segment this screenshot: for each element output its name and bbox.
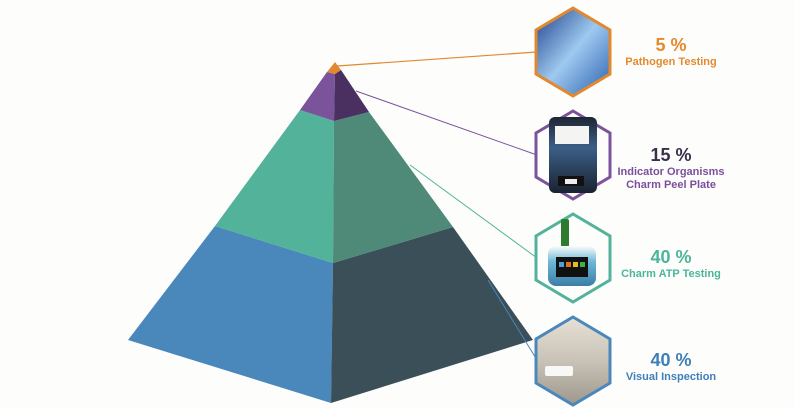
tier-visual-left bbox=[128, 226, 333, 403]
label-indicator: 15 % Indicator Organisms Charm Peel Plat… bbox=[596, 145, 746, 192]
tier-atp-right bbox=[333, 112, 453, 263]
tier-pathogen-tip bbox=[327, 62, 341, 74]
percent: 40 % bbox=[650, 247, 692, 267]
percent: 15 % bbox=[650, 145, 692, 165]
connector-visual bbox=[487, 279, 538, 361]
hex-visual-inspection-image bbox=[534, 315, 612, 407]
tier-indicator-left bbox=[300, 72, 335, 121]
percent: 5 % bbox=[655, 35, 687, 55]
connector-pathogen bbox=[336, 51, 538, 67]
hex-bacteria-image bbox=[534, 6, 612, 98]
hex-peel-plate-reader-image bbox=[534, 109, 612, 201]
hex-atp-luminometer-image bbox=[534, 212, 612, 304]
connector-indicator bbox=[355, 90, 538, 156]
tier-visual-right bbox=[331, 227, 533, 403]
tier-indicator-right bbox=[334, 70, 369, 121]
label-pathogen: 5 % Pathogen Testing bbox=[596, 35, 746, 69]
label-line: Pathogen Testing bbox=[625, 56, 717, 68]
label-line: Charm ATP Testing bbox=[621, 268, 721, 280]
label-visual: 40 % Visual Inspection bbox=[596, 350, 746, 384]
label-line: Indicator Organisms bbox=[617, 166, 725, 178]
label-atp: 40 % Charm ATP Testing bbox=[596, 247, 746, 281]
label-line: Charm Peel Plate bbox=[626, 179, 716, 191]
percent: 40 % bbox=[650, 350, 692, 370]
tier-atp-left bbox=[215, 110, 334, 263]
pyramid bbox=[128, 62, 533, 403]
label-line: Visual Inspection bbox=[625, 371, 717, 383]
connector-atp bbox=[409, 164, 538, 259]
